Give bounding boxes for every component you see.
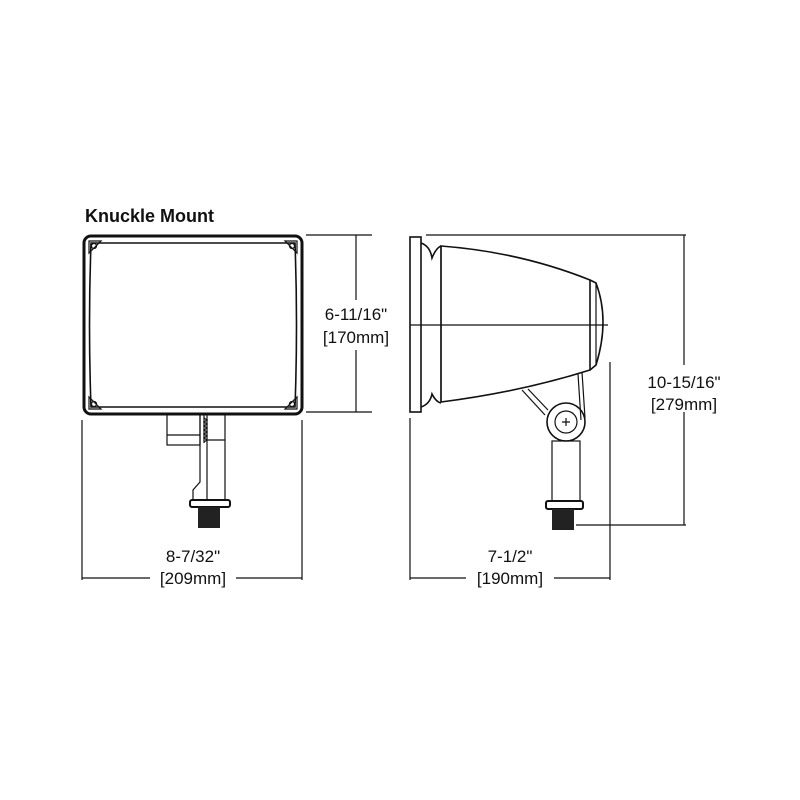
front-height-metric: [170mm] — [323, 328, 389, 347]
side-depth-imperial: 7-1/2" — [488, 547, 533, 566]
front-thread-nipple — [198, 507, 220, 528]
fixture-front-lens — [88, 242, 298, 408]
side-thread-nipple — [552, 509, 574, 530]
front-width-metric: [209mm] — [160, 569, 226, 588]
side-height-metric: [279mm] — [651, 395, 717, 414]
front-height-imperial: 6-11/16" — [325, 305, 387, 324]
diagram-title: Knuckle Mount — [85, 206, 214, 226]
front-width-imperial: 8-7/32" — [166, 547, 220, 566]
fixture-body — [440, 245, 591, 403]
corner-screws — [88, 240, 298, 410]
lens-dome — [589, 279, 604, 371]
side-height-imperial: 10-15/16" — [647, 373, 720, 392]
front-view — [82, 234, 304, 528]
side-dimension-lines — [409, 234, 686, 580]
fixture-front-housing — [82, 234, 304, 416]
side-view — [409, 236, 608, 510]
front-knuckle-bracket — [166, 413, 231, 508]
knuckle-screw — [562, 418, 570, 426]
side-depth-metric: [190mm] — [477, 569, 543, 588]
front-dimension-lines — [81, 234, 372, 580]
